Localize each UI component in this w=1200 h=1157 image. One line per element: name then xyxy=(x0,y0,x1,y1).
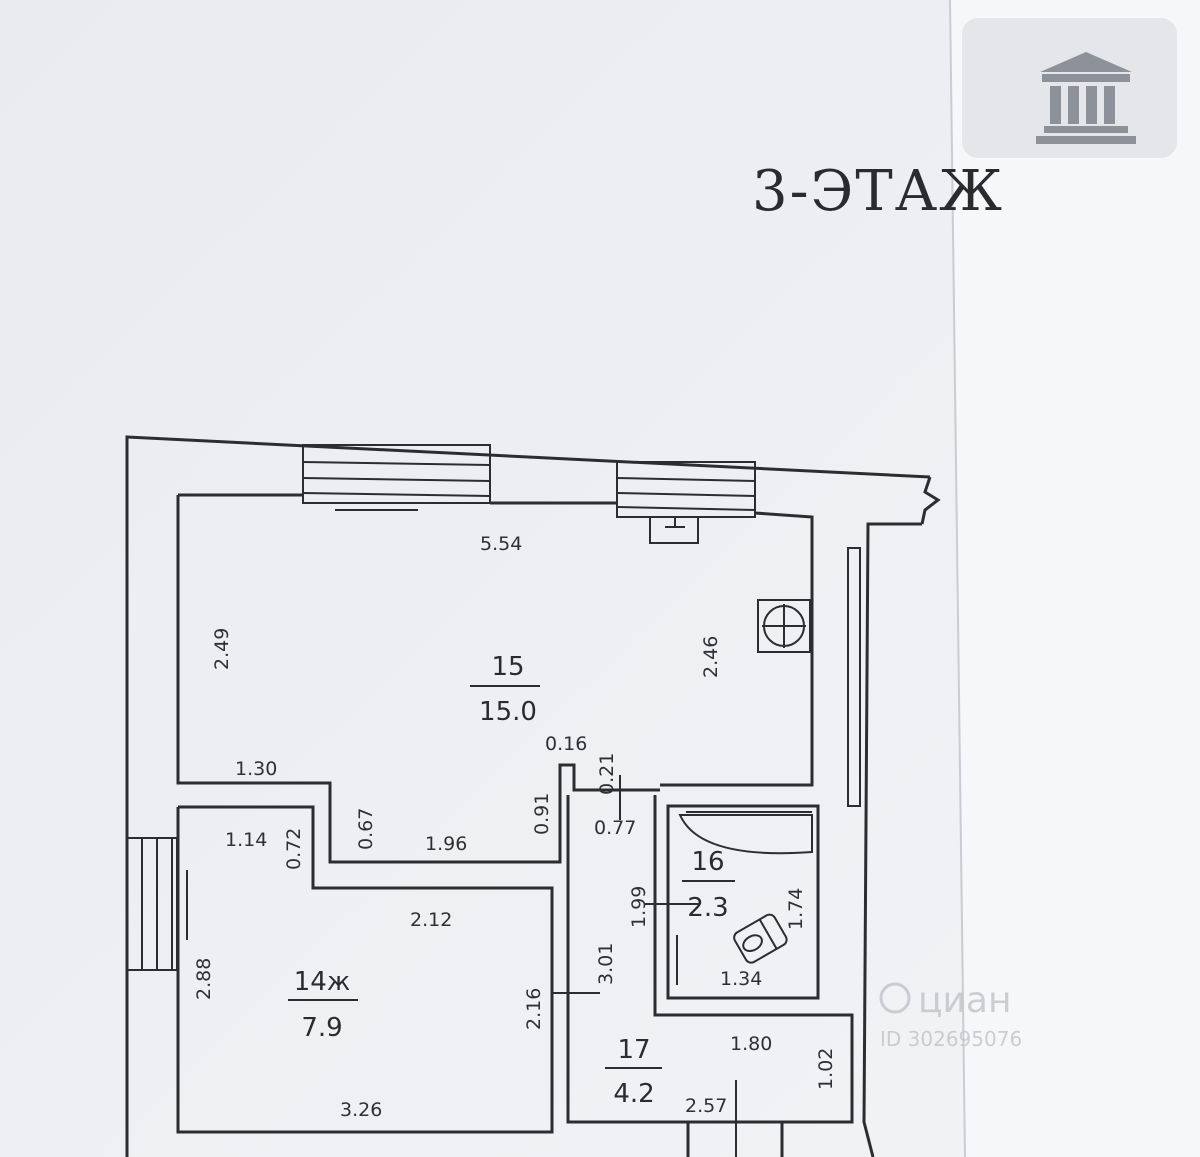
dimension-label: 1.30 xyxy=(235,758,277,780)
dimension-label: 2.57 xyxy=(685,1095,727,1117)
room-14-walls xyxy=(176,805,554,1134)
dimension-label: 2.16 xyxy=(523,988,545,1030)
dimension-label: 0.72 xyxy=(283,828,305,870)
dimension-label: 5.54 xyxy=(480,533,522,555)
dimension-label: 0.77 xyxy=(594,817,636,839)
room-16-area: 2.3 xyxy=(687,893,728,923)
dimension-label: 3.01 xyxy=(595,943,617,985)
dimension-label: 0.16 xyxy=(545,733,587,755)
dimension-label: 1.02 xyxy=(815,1048,837,1090)
dimension-label: 1.74 xyxy=(785,888,807,930)
room-16-number: 16 xyxy=(691,847,724,877)
toilet-icon xyxy=(733,913,788,964)
dimension-label: 0.67 xyxy=(355,808,377,850)
dimension-label: 2.49 xyxy=(211,628,233,670)
watermark-id: ID 302695076 xyxy=(880,1027,1022,1051)
cian-watermark: циан ID 302695076 xyxy=(879,980,1022,1051)
paper-fold-line xyxy=(949,0,966,1157)
room-17-walls xyxy=(552,795,854,1157)
room-16-label: 16 2.3 xyxy=(682,847,735,923)
dimension-label: 1.96 xyxy=(425,833,467,855)
window-top-left xyxy=(302,444,491,511)
room-15-label: 15 15.0 xyxy=(470,652,540,727)
room-14-area: 7.9 xyxy=(301,1013,342,1043)
room-17-area: 4.2 xyxy=(613,1079,654,1109)
dimension-label: 2.46 xyxy=(700,636,722,678)
dimension-label: 2.12 xyxy=(410,909,452,931)
dimension-label: 1.14 xyxy=(225,829,267,851)
dimension-label: 3.26 xyxy=(340,1099,382,1121)
room-16-walls xyxy=(666,804,820,1000)
stove-icon xyxy=(757,599,811,653)
window-left xyxy=(126,837,188,971)
dimension-label: 1.34 xyxy=(720,968,762,990)
watermark-brand: циан xyxy=(918,980,1012,1021)
corridor-wall-right xyxy=(847,547,861,807)
room-14-number: 14ж xyxy=(294,967,351,997)
room-15-number: 15 xyxy=(491,652,524,682)
room-14-label: 14ж 7.9 xyxy=(288,967,358,1043)
floor-title: 3-ЭТАЖ xyxy=(752,159,1004,224)
paper-right-strip xyxy=(950,0,1200,1157)
room-15-walls xyxy=(176,493,814,864)
building-logo-icon xyxy=(962,18,1177,158)
dimension-label: 2.88 xyxy=(193,958,215,1000)
room-17-number: 17 xyxy=(617,1035,650,1065)
dimension-label: 1.80 xyxy=(730,1033,772,1055)
room-15-area: 15.0 xyxy=(479,697,537,727)
dimension-label: 1.99 xyxy=(628,886,650,928)
dimension-label: 0.21 xyxy=(596,753,618,795)
sink-icon xyxy=(649,516,699,544)
dimension-label: 0.91 xyxy=(531,793,553,835)
room-17-label: 17 4.2 xyxy=(605,1035,662,1109)
